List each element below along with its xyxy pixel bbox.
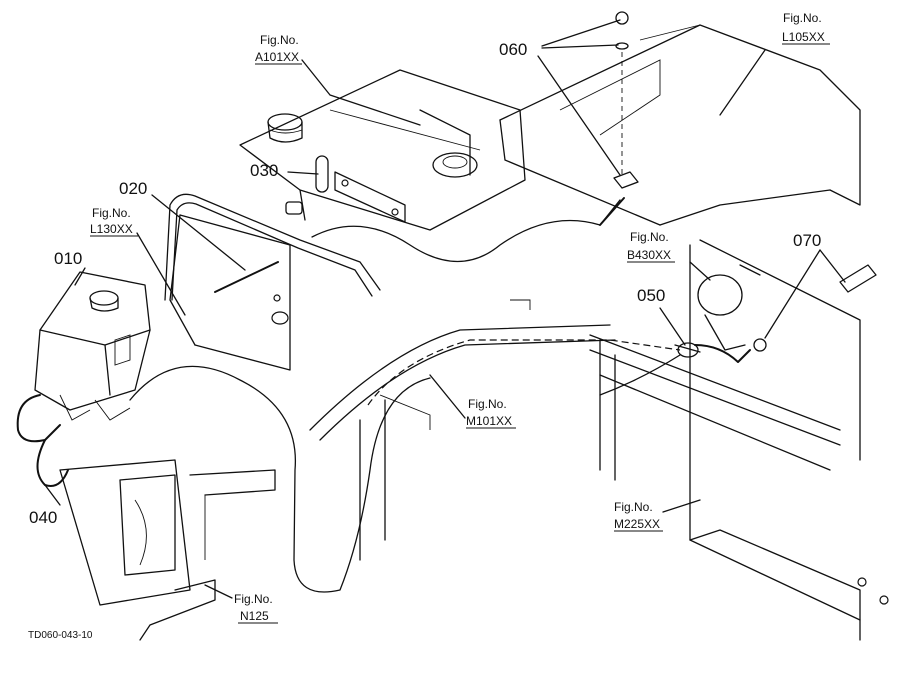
fig-ref-label: Fig.No. bbox=[234, 592, 273, 606]
engine-hood-panel bbox=[499, 24, 861, 226]
frame-arch bbox=[309, 299, 616, 561]
fig-ref-label: Fig.No. bbox=[92, 206, 131, 220]
side-rail bbox=[589, 239, 861, 621]
drain-hose bbox=[129, 365, 431, 593]
fig-ref-b430xx[interactable]: Fig.No. B430XX bbox=[627, 230, 675, 263]
fig-ref-label: Fig.No. bbox=[468, 397, 507, 411]
overflow-pipe bbox=[164, 193, 381, 301]
part-number-060: 060 bbox=[499, 40, 527, 59]
fig-ref-n125[interactable]: Fig.No. N125 bbox=[234, 592, 278, 624]
drawing-id: TD060-043-10 bbox=[28, 630, 93, 641]
radiator-top-tank bbox=[239, 69, 526, 231]
fig-ref-code[interactable]: B430XX bbox=[627, 248, 671, 262]
fig-ref-l105xx[interactable]: Fig.No. L105XX bbox=[782, 11, 830, 45]
fig-ref-code[interactable]: M225XX bbox=[614, 517, 660, 531]
fig-ref-code[interactable]: N125 bbox=[240, 609, 269, 623]
part-number-020: 020 bbox=[119, 179, 147, 198]
part-number-010: 010 bbox=[54, 249, 82, 268]
part-number-070: 070 bbox=[793, 231, 821, 250]
part-number-040: 040 bbox=[29, 508, 57, 527]
side-cover bbox=[689, 529, 889, 641]
fig-ref-label: Fig.No. bbox=[630, 230, 669, 244]
fig-ref-label: Fig.No. bbox=[783, 11, 822, 25]
fig-ref-label: Fig.No. bbox=[260, 33, 299, 47]
fig-ref-a101xx[interactable]: Fig.No. A101XX bbox=[255, 33, 302, 65]
fig-ref-l130xx[interactable]: Fig.No. L130XX bbox=[90, 206, 138, 237]
fig-ref-code[interactable]: M101XX bbox=[466, 414, 512, 428]
tank-bracket bbox=[59, 459, 276, 641]
part-number-050: 050 bbox=[637, 286, 665, 305]
fig-ref-code[interactable]: A101XX bbox=[255, 50, 299, 64]
reserve-tank-body bbox=[34, 271, 151, 421]
thermostat-housing bbox=[697, 264, 761, 351]
bypass-hose bbox=[599, 344, 751, 396]
part-number-030: 030 bbox=[250, 161, 278, 180]
fig-ref-label: Fig.No. bbox=[614, 500, 653, 514]
clamp-bracket-030 bbox=[285, 155, 406, 223]
cap-hose bbox=[311, 197, 625, 263]
fig-ref-code[interactable]: L105XX bbox=[782, 30, 825, 44]
fig-ref-m101xx[interactable]: Fig.No. M101XX bbox=[466, 397, 516, 429]
clamp-070 bbox=[753, 264, 877, 352]
radiator-cap bbox=[267, 113, 303, 143]
rod-020 bbox=[214, 261, 279, 293]
fig-ref-code[interactable]: L130XX bbox=[90, 222, 133, 236]
clip-060 bbox=[613, 11, 639, 189]
shroud-panel bbox=[169, 214, 291, 371]
fig-ref-m225xx[interactable]: Fig.No. M225XX bbox=[614, 500, 663, 532]
hidden-hose-route bbox=[367, 339, 681, 406]
leader-lines bbox=[44, 19, 846, 599]
